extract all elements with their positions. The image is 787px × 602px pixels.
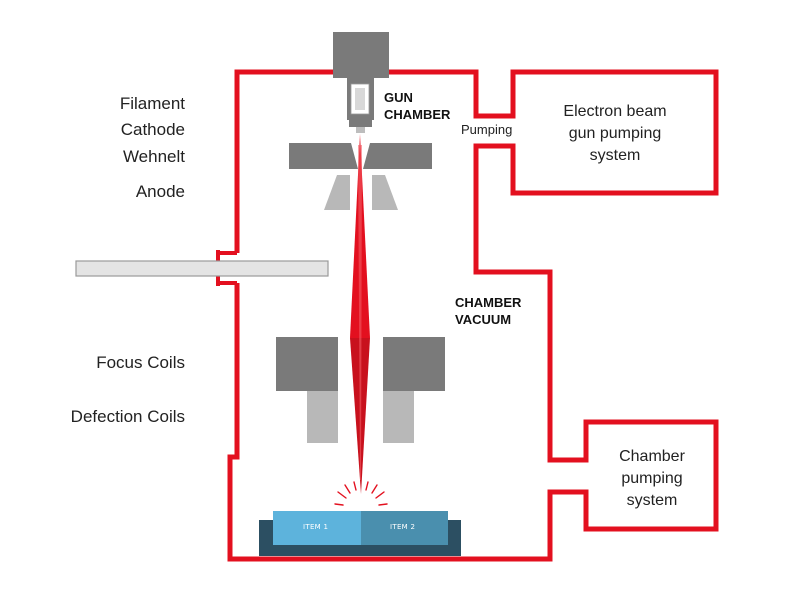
chamber-pumping-line3: system xyxy=(626,492,678,509)
item-2 xyxy=(361,511,448,545)
pumping-label: Pumping xyxy=(461,122,513,137)
chamber-vacuum-label: CHAMBER VACUUM xyxy=(455,294,521,328)
gun-chamber-label: GUN CHAMBER xyxy=(384,89,450,123)
impact-sparks xyxy=(334,481,388,506)
item-1-label: ITEM 1 xyxy=(303,523,329,531)
gun-pumping-line3: system xyxy=(589,147,641,164)
deflection-coils-label: Defection Coils xyxy=(70,407,185,426)
gun-pumping-line1: Electron beam xyxy=(563,103,667,120)
filament-element xyxy=(355,88,365,110)
gun-housing xyxy=(333,32,389,78)
focus-coils-label: Focus Coils xyxy=(96,353,185,372)
gun-chamber-label-line2: CHAMBER xyxy=(384,107,451,122)
chamber-pumping-line1: Chamber xyxy=(619,448,685,465)
wehnelt-label: Wehnelt xyxy=(122,147,185,166)
anode-right xyxy=(372,175,398,210)
focus-coil-left xyxy=(276,337,338,391)
chamber-pumping-system-label: Chamber pumping system xyxy=(596,446,708,512)
item-2-label: ITEM 2 xyxy=(390,523,416,531)
sample-rod xyxy=(75,260,329,277)
wehnelt-right xyxy=(363,143,432,169)
anode-left xyxy=(324,175,350,210)
chamber-pumping-line2: pumping xyxy=(621,470,683,487)
chamber-vacuum-line1: CHAMBER xyxy=(455,295,522,310)
deflection-coil-left xyxy=(307,391,338,443)
deflection-coil-right xyxy=(383,391,414,443)
gun-pumping-line2: gun pumping xyxy=(568,125,662,142)
wehnelt-left xyxy=(289,143,358,169)
cathode-tip xyxy=(356,127,365,133)
electron-beam-core xyxy=(358,145,362,480)
cathode-label: Cathode xyxy=(120,120,185,139)
gun-chamber-label-line1: GUN xyxy=(384,90,413,105)
filament-label: Filament xyxy=(119,94,185,113)
chamber-vacuum-line2: VACUUM xyxy=(455,312,512,327)
chamber-wall xyxy=(227,69,719,562)
focus-coil-right xyxy=(383,337,445,391)
item-1 xyxy=(273,511,361,545)
gun-pumping-system-label: Electron beam gun pumping system xyxy=(530,101,700,167)
cathode-block xyxy=(349,120,372,127)
anode-label: Anode xyxy=(135,182,185,201)
